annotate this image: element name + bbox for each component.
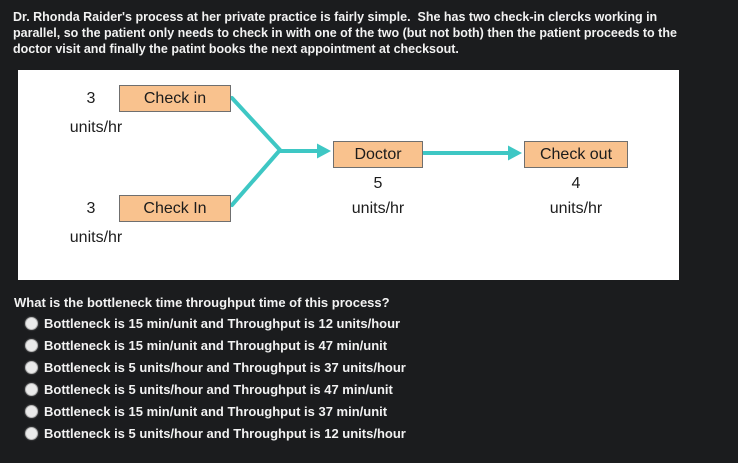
checkin-top-rate: 3: [86, 90, 96, 107]
option-2-label: Bottleneck is 15 min/unit and Throughput…: [44, 337, 388, 353]
radio-option-2[interactable]: [25, 338, 38, 352]
checkin-top-unit: units/hr: [69, 119, 123, 136]
radio-option-1[interactable]: [25, 316, 38, 330]
option-row-6[interactable]: Bottleneck is 5 units/hour and Throughpu…: [25, 422, 715, 444]
node-checkin-top: Check in: [119, 85, 231, 112]
converge-arrowhead: [317, 143, 331, 159]
question-intro-paragraph: Dr. Rhonda Raider's process at her priva…: [13, 10, 681, 56]
node-checkin-bottom: Check In: [119, 195, 231, 222]
option-row-2[interactable]: Bottleneck is 15 min/unit and Throughput…: [25, 334, 715, 356]
option-6-label: Bottleneck is 5 units/hour and Throughpu…: [44, 425, 406, 441]
option-row-5[interactable]: Bottleneck is 15 min/unit and Throughput…: [25, 400, 715, 422]
doctor-unit: units/hr: [351, 200, 405, 217]
option-1-label: Bottleneck is 15 min/unit and Throughput…: [44, 315, 401, 331]
option-3-label: Bottleneck is 5 units/hour and Throughpu…: [44, 359, 406, 375]
node-checkout-label: Check out: [539, 145, 613, 163]
options-list: Bottleneck is 15 min/unit and Throughput…: [25, 312, 715, 444]
doctor-to-checkout-arrowhead: [508, 145, 522, 161]
radio-option-4[interactable]: [25, 382, 38, 396]
option-row-3[interactable]: Bottleneck is 5 units/hour and Throughpu…: [25, 356, 715, 378]
converge-arrow-lines: [230, 96, 319, 207]
option-4-label: Bottleneck is 5 units/hour and Throughpu…: [44, 381, 393, 397]
option-row-1[interactable]: Bottleneck is 15 min/unit and Throughput…: [25, 312, 715, 334]
checkout-rate: 4: [571, 175, 581, 192]
radio-option-5[interactable]: [25, 404, 38, 418]
option-row-4[interactable]: Bottleneck is 5 units/hour and Throughpu…: [25, 378, 715, 400]
checkin-bottom-rate: 3: [86, 200, 96, 217]
process-diagram-panel: Check in 3 units/hr Check In 3 units/hr …: [18, 70, 679, 280]
checkout-unit: units/hr: [549, 200, 603, 217]
radio-option-3[interactable]: [25, 360, 38, 374]
radio-option-6[interactable]: [25, 426, 38, 440]
node-checkin-bottom-label: Check In: [143, 199, 207, 217]
doctor-rate: 5: [373, 175, 383, 192]
checkin-bottom-unit: units/hr: [69, 229, 123, 246]
node-checkin-top-label: Check in: [143, 89, 207, 107]
option-5-label: Bottleneck is 15 min/unit and Throughput…: [44, 403, 388, 419]
node-checkout: Check out: [524, 141, 628, 168]
node-doctor: Doctor: [333, 141, 423, 168]
question-text: What is the bottleneck time throughput t…: [14, 295, 390, 310]
node-doctor-label: Doctor: [354, 145, 402, 163]
flow-arrows: [230, 96, 522, 207]
